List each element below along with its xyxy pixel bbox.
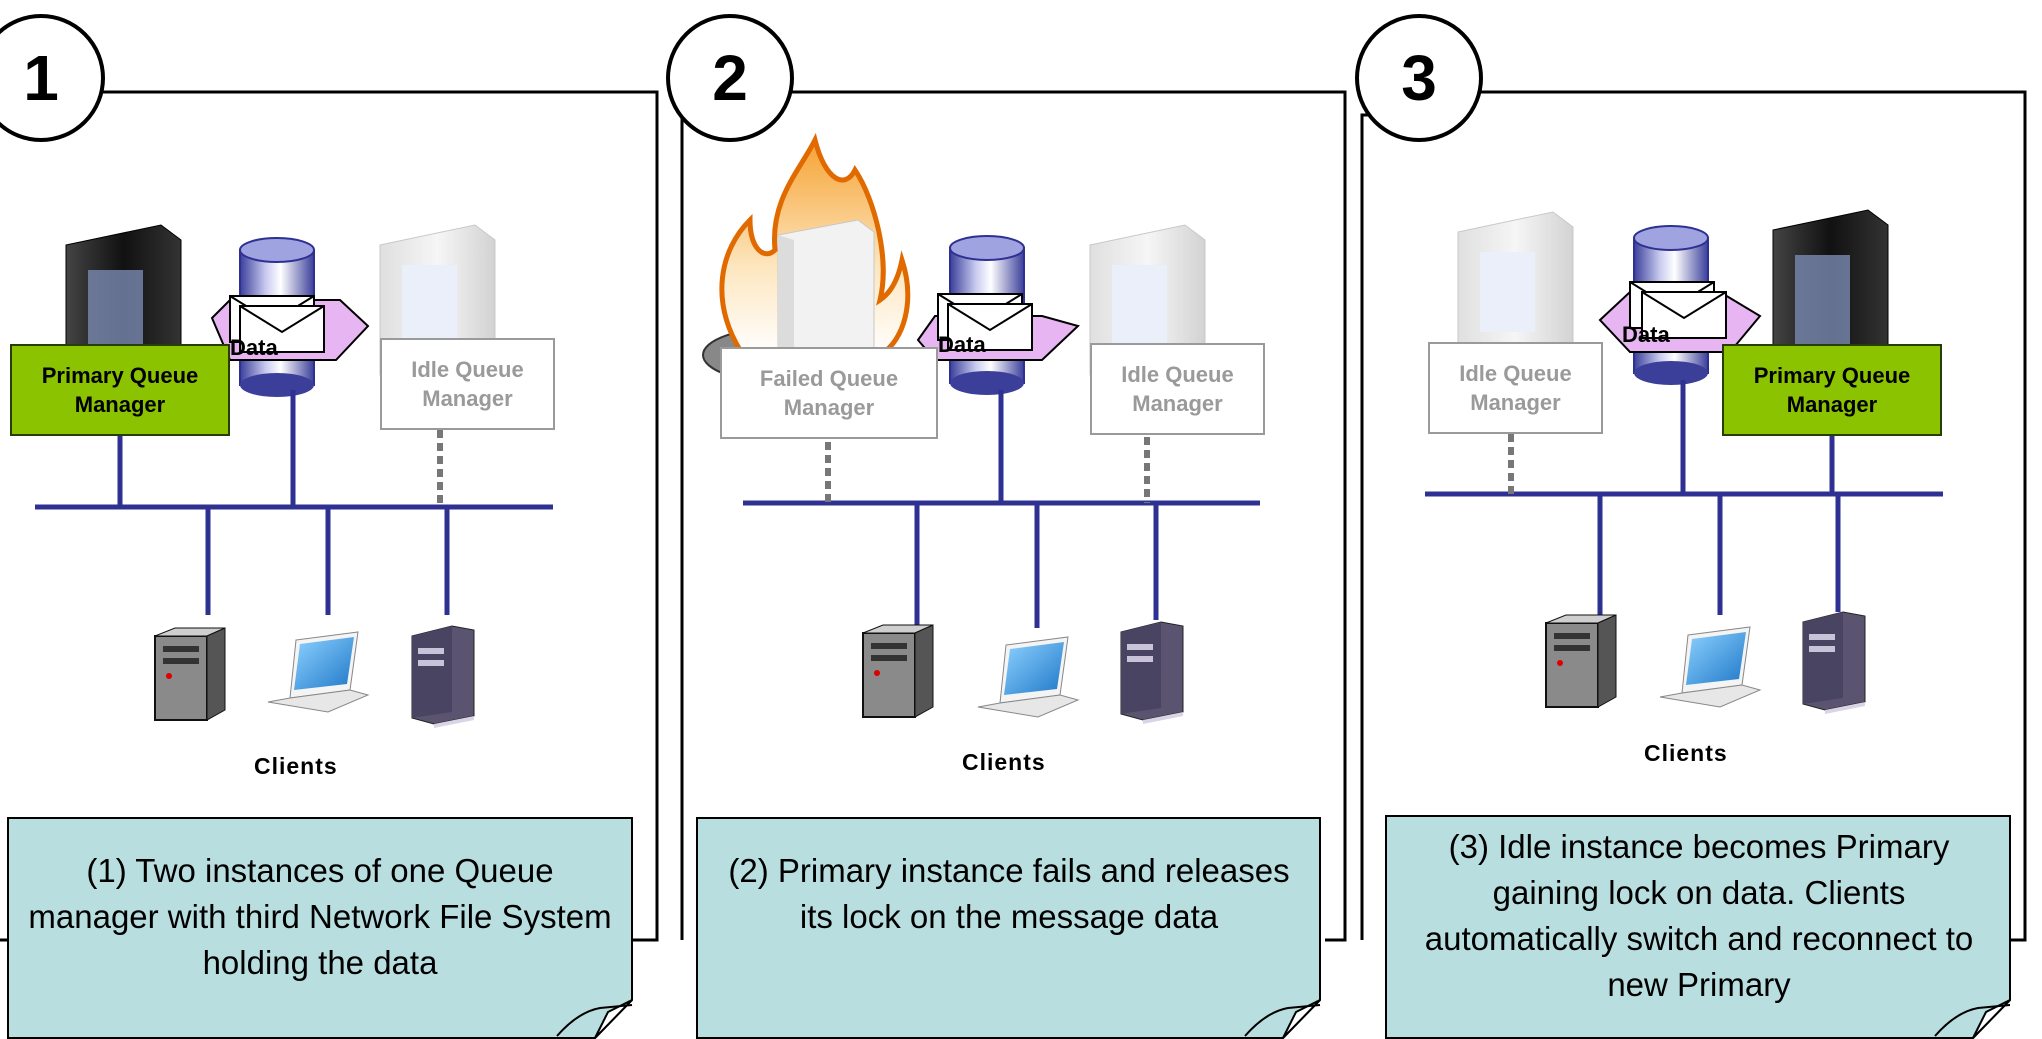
step-description: (1) Two instances of one Queue manager w…	[28, 852, 612, 981]
server-tower-icon	[1457, 211, 1574, 373]
envelope-icon	[916, 293, 1080, 361]
clients-label: Clients	[254, 753, 338, 779]
laptop-icon	[267, 631, 370, 713]
network-lines	[743, 390, 1260, 628]
note-card	[7, 817, 633, 1039]
laptop-icon	[977, 636, 1080, 718]
idle-queue-manager: Idle Queue Manager	[380, 338, 555, 430]
idle-queue-manager: Idle Queue Manager	[1090, 343, 1265, 435]
failed-queue-manager: Failed Queue Manager	[720, 347, 938, 439]
envelope-icon	[1598, 281, 1762, 353]
note-card	[1385, 815, 2011, 1039]
data-label: Data	[1622, 322, 1670, 347]
clients-label: Clients	[1644, 740, 1728, 766]
desktop-pc-icon	[411, 625, 475, 728]
step-panel-1: 1 Primary Queue Manager Data Idle Queue …	[0, 0, 680, 1039]
data-label: Data	[230, 335, 278, 360]
data-label: Data	[938, 332, 986, 357]
step-number-badge: 2	[666, 14, 794, 142]
panel-3-frame	[1360, 90, 2027, 942]
idle-queue-manager: Idle Queue Manager	[1428, 342, 1603, 434]
step-number-badge: 3	[1355, 14, 1483, 142]
step-description: (2) Primary instance fails and releases …	[728, 852, 1290, 935]
step-panel-3: 3 Idle Queue Manager Data Primary Queue …	[1355, 0, 2040, 1039]
primary-queue-manager: Primary Queue Manager	[10, 344, 230, 436]
panel-2-graphics	[680, 90, 1347, 1039]
laptop-icon	[1659, 626, 1762, 708]
envelope-icon	[210, 295, 370, 361]
clients-label: Clients	[962, 749, 1046, 775]
desktop-pc-icon	[1120, 621, 1184, 724]
note-card	[696, 817, 1321, 1039]
step-description: (3) Idle instance becomes Primary gainin…	[1424, 828, 1974, 1003]
network-lines	[35, 390, 553, 615]
step-panel-2: 2 Failed Queue Manager Data Idle Queue M…	[666, 0, 1360, 1039]
desktop-pc-icon	[1802, 611, 1866, 714]
panel-3-graphics	[1360, 90, 2027, 1039]
server-tower-icon	[777, 219, 875, 371]
desktop-pc-icon	[862, 624, 934, 718]
primary-queue-manager: Primary Queue Manager	[1722, 344, 1942, 436]
desktop-pc-icon	[1545, 614, 1617, 708]
desktop-pc-icon	[154, 627, 226, 721]
step-number-badge: 1	[0, 14, 105, 142]
